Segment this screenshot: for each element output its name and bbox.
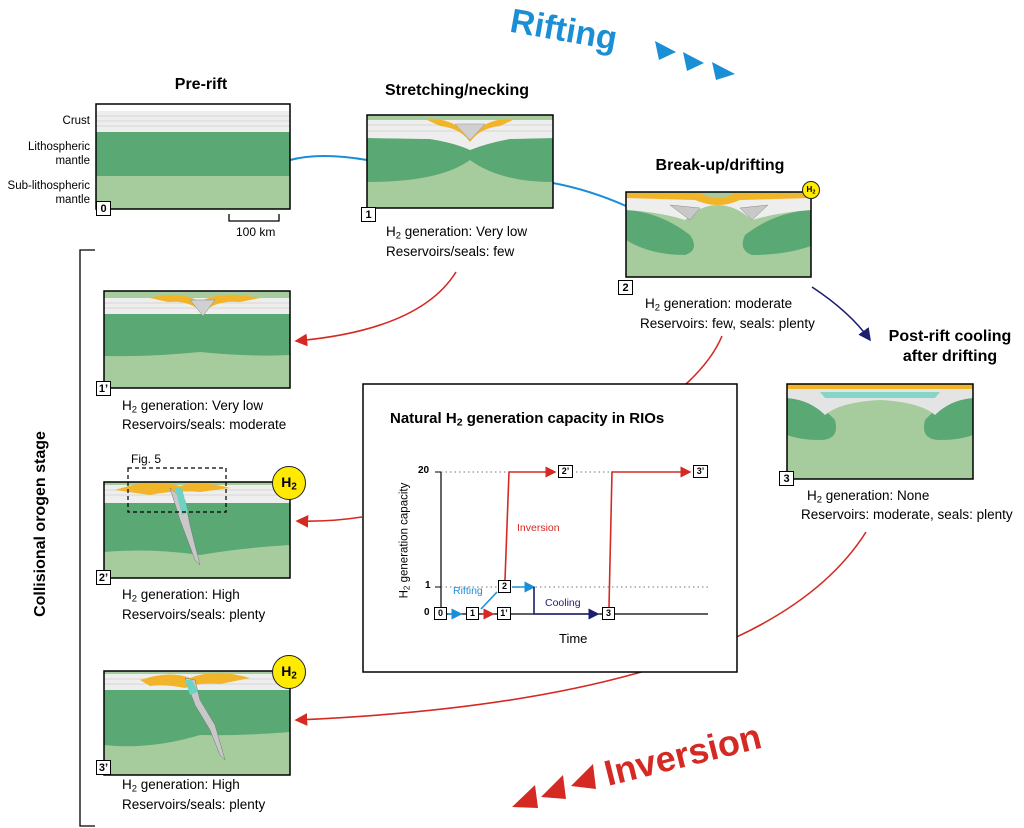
inversion-triangles — [512, 764, 596, 808]
panel-3prime-number: 3’ — [96, 760, 111, 775]
panel-0-number: 0 — [96, 201, 111, 216]
collisional-orogen-label: Collisional orogen stage — [32, 431, 49, 617]
panel-1-art — [366, 114, 554, 209]
capacity-chart-title: Natural H2 generation capacity in RIOs — [390, 410, 665, 429]
panel-2-h2-badge: H2 — [802, 181, 820, 199]
stage-bracket — [79, 249, 95, 827]
panel-3-art — [786, 383, 974, 480]
chart-node-3: 3 — [602, 607, 615, 620]
panel-0-art — [95, 103, 291, 210]
panel-2prime-h2-badge: H2 — [272, 466, 306, 500]
y-tick-20: 20 — [418, 465, 430, 476]
chart-node-3prime: 3’ — [693, 465, 708, 478]
layer-label-lith-2: mantle — [55, 155, 90, 167]
layer-label-sublith-2: mantle — [55, 194, 90, 206]
chart-node-1: 1 — [466, 607, 479, 620]
panel-3-h2: H2 generation: None — [807, 488, 930, 506]
capacity-box — [362, 383, 738, 673]
panel-1prime-art — [103, 290, 291, 389]
capacity-chart-xlabel: Time — [559, 631, 588, 646]
panel-1-number: 1 — [361, 207, 376, 222]
chart-node-2prime: 2’ — [558, 465, 573, 478]
panel-2-title: Break-up/drifting — [655, 157, 785, 174]
panel-2-art — [625, 191, 812, 278]
panel-2prime-reservoirs: Reservoirs/seals: plenty — [122, 607, 266, 622]
chart-node-1prime: 1’ — [497, 607, 511, 620]
chart-node-0: 0 — [434, 607, 447, 620]
chart-node-2: 2 — [498, 580, 511, 593]
panel-3prime-art — [103, 670, 291, 776]
panel-0-title: Pre-rift — [174, 76, 228, 93]
panel-2prime-art — [103, 467, 291, 579]
panel-3-title-line1: Post-rift cooling — [888, 328, 1012, 345]
panel-2-number: 2 — [618, 280, 633, 295]
panel-3prime-h2-badge: H2 — [272, 655, 306, 689]
connector-0-1 — [289, 155, 368, 161]
annotation-rifting: Rifting — [453, 585, 483, 597]
scale-bar — [228, 214, 280, 222]
panel-2-reservoirs: Reservoirs: few, seals: plenty — [640, 316, 815, 331]
rifting-triangles — [655, 41, 735, 80]
panel-2prime-number: 2’ — [96, 570, 111, 585]
panel-1-title: Stretching/necking — [384, 82, 530, 99]
layer-label-lith-1: Lithospheric — [27, 141, 90, 153]
y-tick-1: 1 — [425, 580, 431, 591]
panel-1-reservoirs: Reservoirs/seals: few — [386, 244, 515, 259]
layer-label-crust: Crust — [62, 115, 90, 127]
scale-bar-label: 100 km — [236, 225, 276, 239]
panel-1prime-number: 1’ — [96, 381, 111, 396]
arrow-box-to-2prime — [295, 514, 363, 528]
capacity-chart-plot — [435, 466, 708, 620]
panel-1-h2: H2 generation: Very low — [386, 224, 528, 242]
layer-label-sublith-1: Sub-lithospheric — [7, 180, 90, 192]
panel-3prime-reservoirs: Reservoirs/seals: plenty — [122, 797, 266, 812]
arrow-2-to-box — [685, 335, 723, 385]
panel-3-title-line2: after drifting — [902, 348, 998, 365]
panel-1prime-h2: H2 generation: Very low — [122, 398, 264, 416]
panel-3prime-h2: H2 generation: High — [122, 777, 240, 795]
panel-3-number: 3 — [779, 471, 794, 486]
capacity-chart-ylabel: H2 generation capacity — [398, 482, 412, 599]
arrow-1-to-1prime — [294, 271, 457, 347]
annotation-inversion: Inversion — [517, 522, 560, 534]
panel-1prime-reservoirs: Reservoirs/seals: moderate — [122, 417, 287, 432]
arrow-2-to-3 — [811, 286, 871, 342]
annotation-cooling: Cooling — [545, 597, 581, 609]
panel-2-h2: H2 generation: moderate — [645, 296, 793, 314]
y-tick-0: 0 — [424, 607, 430, 618]
panel-3-reservoirs: Reservoirs: moderate, seals: plenty — [801, 507, 1013, 522]
panel-2prime-h2: H2 generation: High — [122, 587, 240, 605]
connector-1-2 — [552, 182, 627, 207]
fig-5-label: Fig. 5 — [131, 452, 162, 466]
